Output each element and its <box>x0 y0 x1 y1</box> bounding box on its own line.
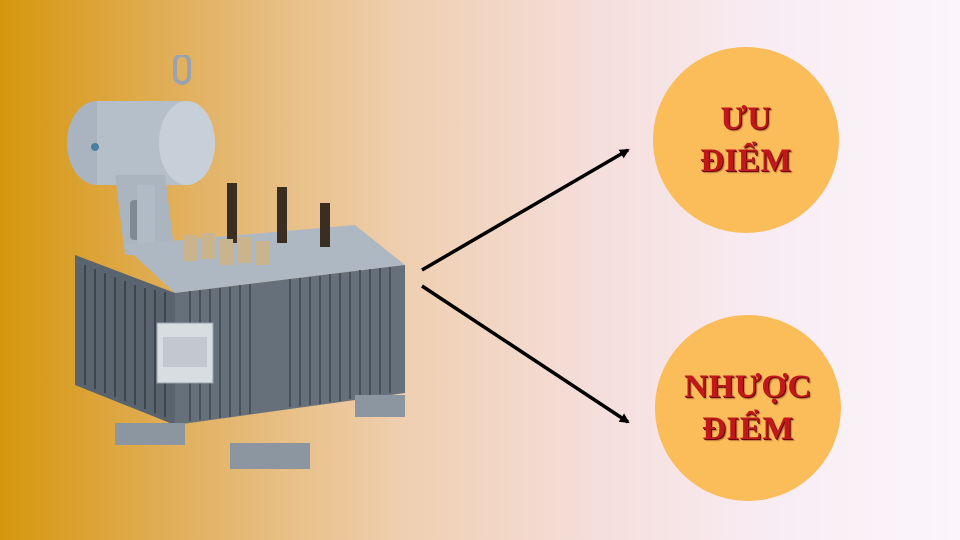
arrow-to-cons <box>421 284 630 424</box>
pros-line1: ƯU <box>720 101 772 137</box>
cons-bubble: NHƯỢC ĐIỂM <box>655 315 841 501</box>
arrow-to-pros <box>421 148 630 272</box>
cons-line1: NHƯỢC <box>684 369 812 405</box>
transformer-image <box>67 55 405 469</box>
pros-bubble: ƯU ĐIỂM <box>653 47 839 233</box>
cons-line2: ĐIỂM <box>702 411 794 447</box>
pros-line2: ĐIỂM <box>700 143 792 179</box>
